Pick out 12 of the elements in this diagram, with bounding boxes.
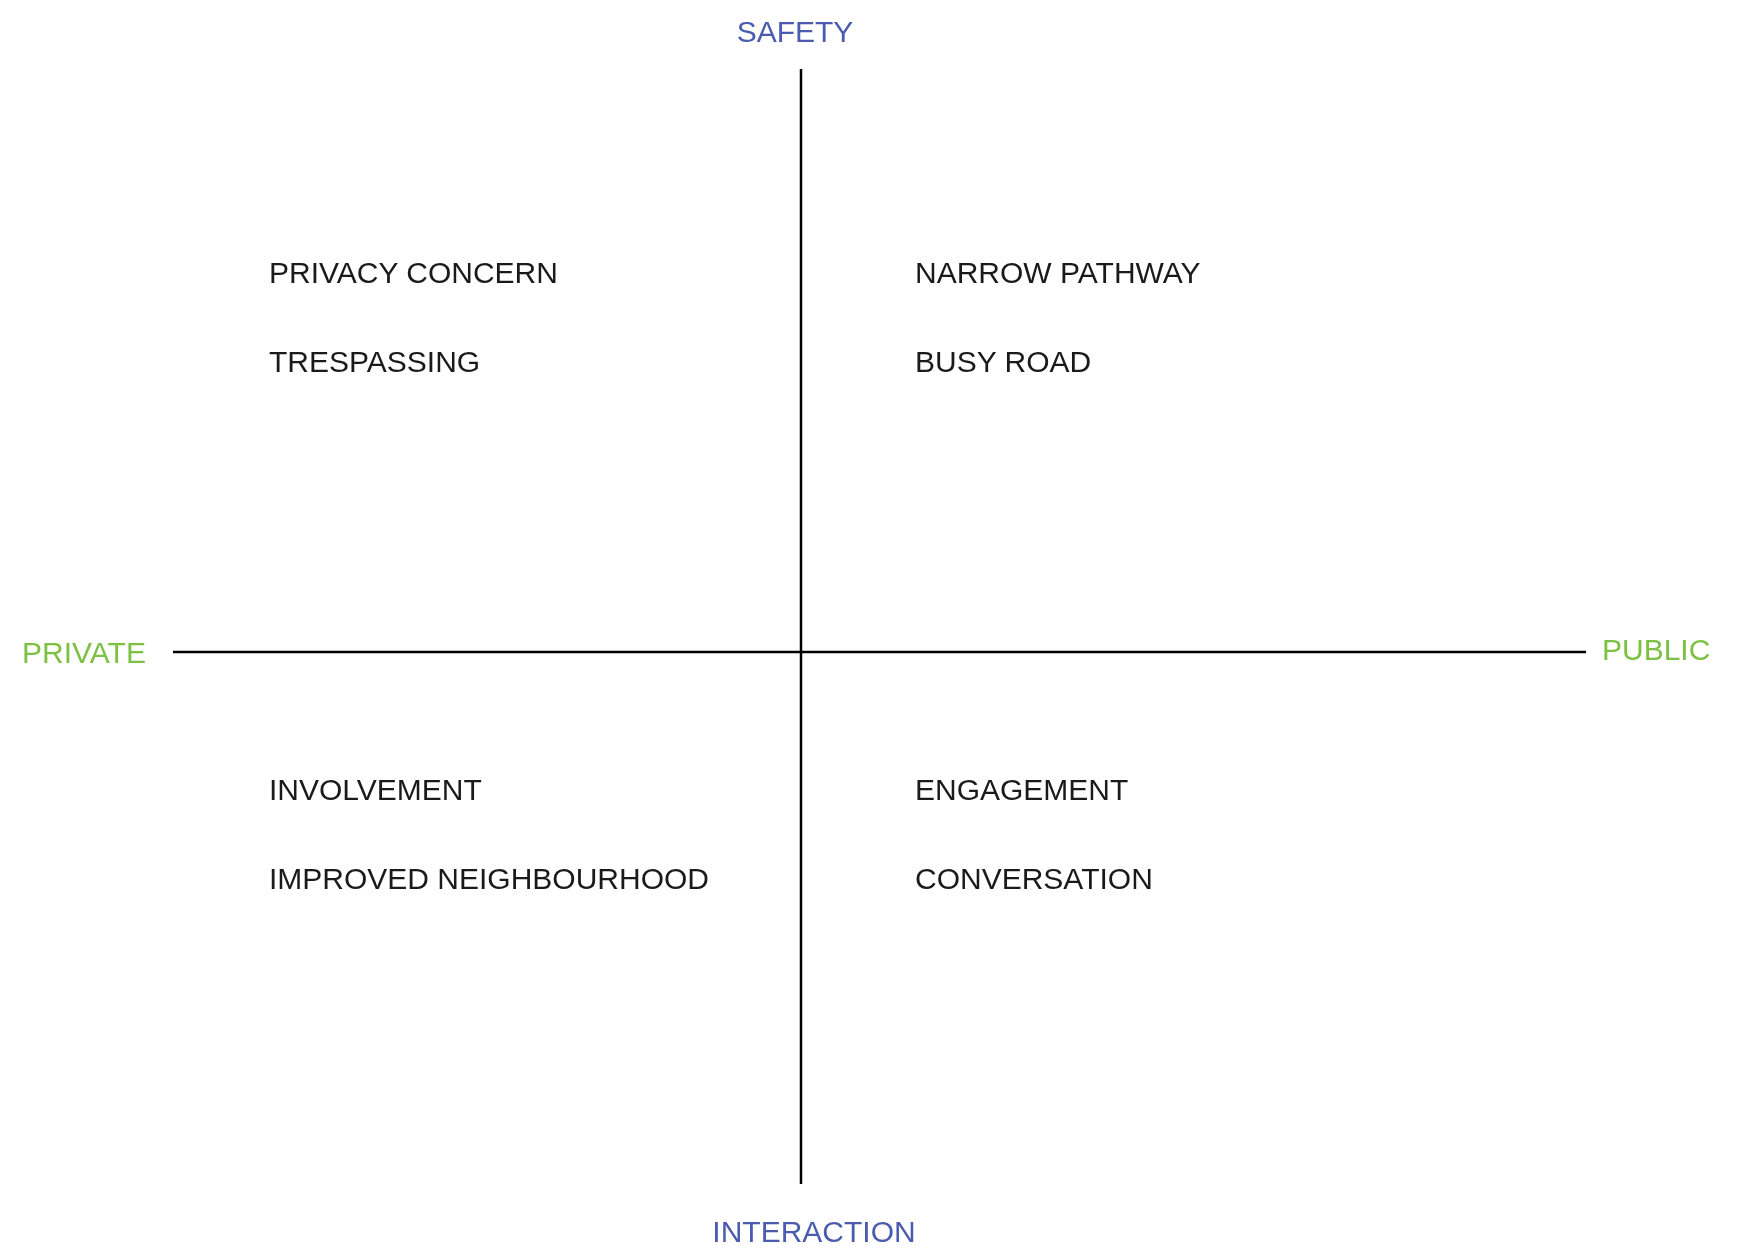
quadrant-item: BUSY ROAD <box>915 344 1092 378</box>
axis-label: SAFETY <box>736 14 854 48</box>
quadrant-item: INVOLVEMENT <box>269 772 482 806</box>
quadrant-item: CONVERSATION <box>915 861 1153 895</box>
axis-label: PUBLIC <box>1602 632 1711 666</box>
quadrant-item: ENGAGEMENT <box>915 772 1129 806</box>
axis-label: INTERACTION <box>712 1214 916 1248</box>
quadrant-item: TRESPASSING <box>269 344 481 378</box>
quadrant-item: NARROW PATHWAY <box>915 255 1201 289</box>
quadrant-item: IMPROVED NEIGHBOURHOOD <box>269 861 710 895</box>
axis-label: PRIVATE <box>22 635 146 669</box>
quadrant-item: PRIVACY CONCERN <box>269 255 558 289</box>
